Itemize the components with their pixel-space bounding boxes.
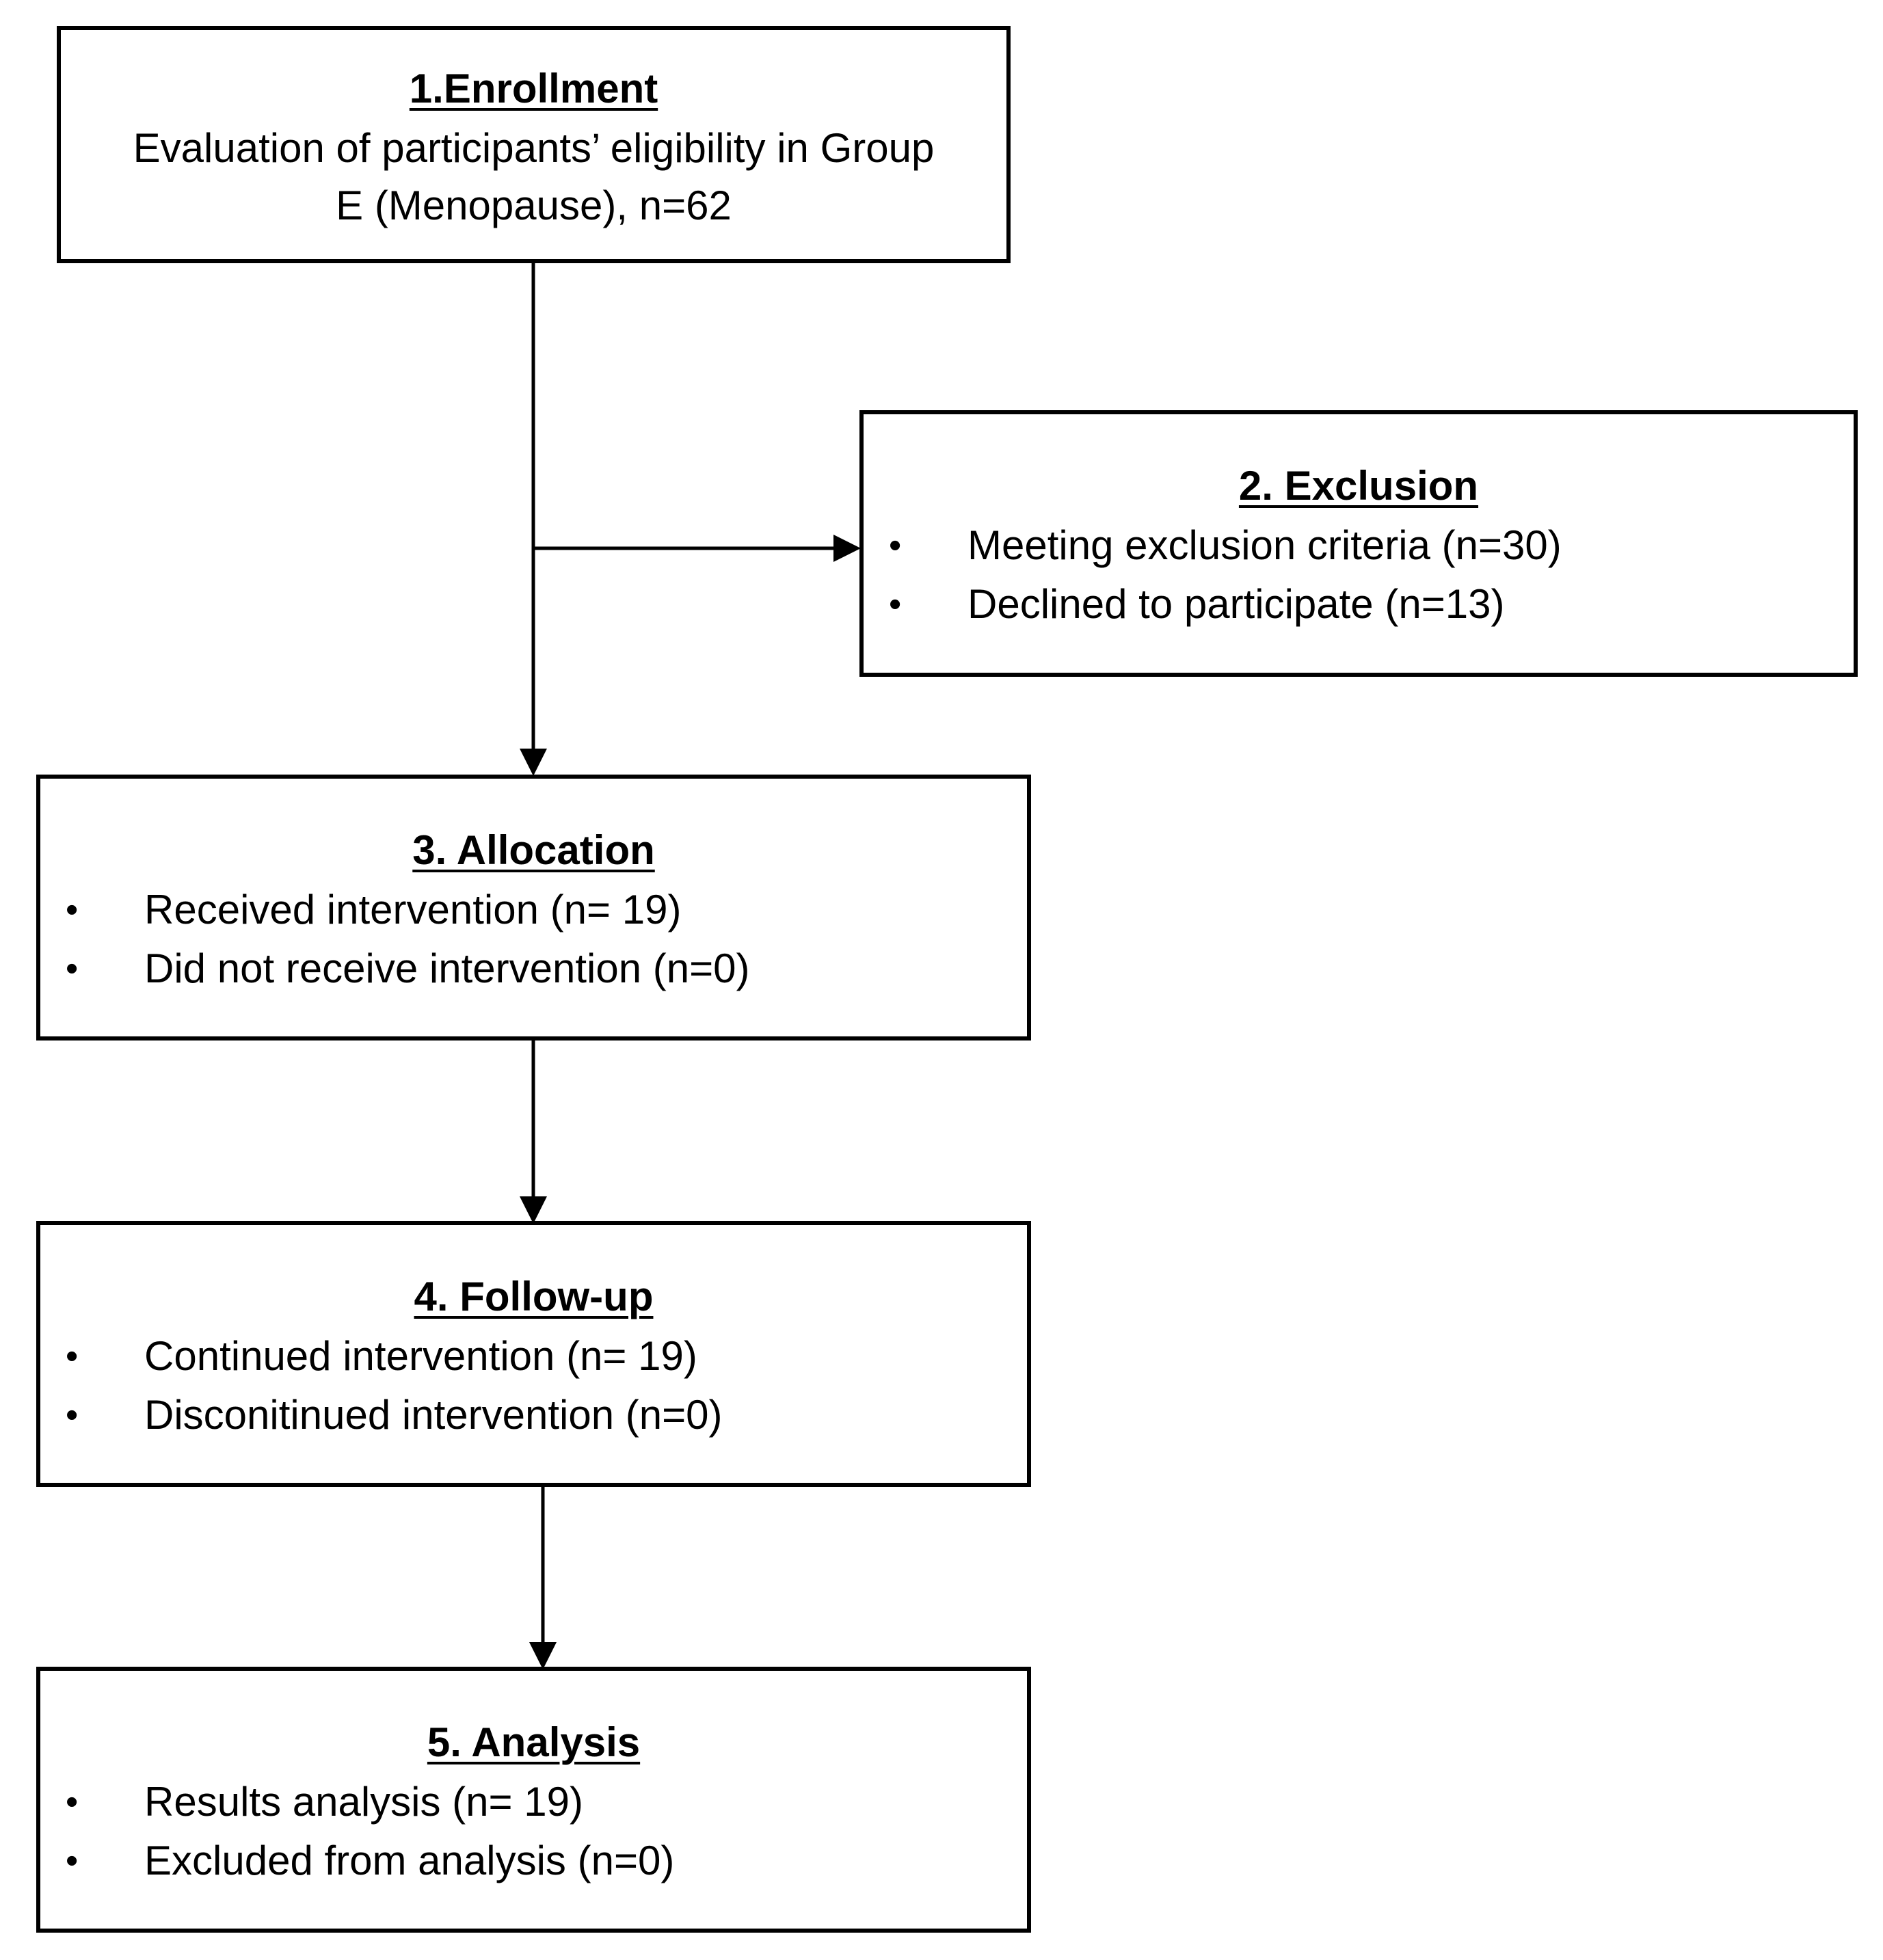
analysis-bullet-2: • <box>66 1841 79 1881</box>
allocation-item-2: Did not receive intervention (n=0) <box>144 945 750 991</box>
exclusion-item-2: Declined to participate (n=13) <box>967 581 1505 627</box>
exclusion-item-1: Meeting exclusion criteria (n=30) <box>967 522 1562 568</box>
followup-item-2: Disconitinued intervention (n=0) <box>144 1392 723 1438</box>
allocation-title: 3. Allocation <box>412 827 655 873</box>
followup-bullet-1: • <box>66 1337 79 1376</box>
enrollment-box: 1.Enrollment Evaluation of participants’… <box>57 26 1011 263</box>
followup-box: 4. Follow-up • Continued intervention (n… <box>36 1221 1031 1487</box>
followup-item-1: Continued intervention (n= 19) <box>144 1333 697 1379</box>
allocation-bullet-2: • <box>66 949 79 989</box>
exclusion-title: 2. Exclusion <box>1238 463 1479 509</box>
allocation-item-1: Received intervention (n= 19) <box>144 887 682 932</box>
allocation-bullet-1: • <box>66 890 79 930</box>
followup-title: 4. Follow-up <box>414 1274 654 1319</box>
analysis-title: 5. Analysis <box>427 1719 641 1765</box>
exclusion-box: 2. Exclusion • Meeting exclusion criteri… <box>859 410 1858 677</box>
analysis-bullet-1: • <box>66 1782 79 1822</box>
analysis-item-1: Results analysis (n= 19) <box>144 1779 583 1825</box>
enrollment-title: 1.Enrollment <box>409 66 658 111</box>
followup-bullet-2: • <box>66 1395 79 1435</box>
allocation-box: 3. Allocation • Received intervention (n… <box>36 775 1031 1041</box>
analysis-box: 5. Analysis • Results analysis (n= 19) •… <box>36 1667 1031 1933</box>
exclusion-bullet-1: • <box>889 526 902 565</box>
enrollment-line-2: E (Menopause), n=62 <box>336 183 732 228</box>
analysis-item-2: Excluded from analysis (n=0) <box>144 1838 675 1883</box>
exclusion-bullet-2: • <box>889 585 902 624</box>
enrollment-line-1: Evaluation of participants’ eligibility … <box>133 125 935 171</box>
